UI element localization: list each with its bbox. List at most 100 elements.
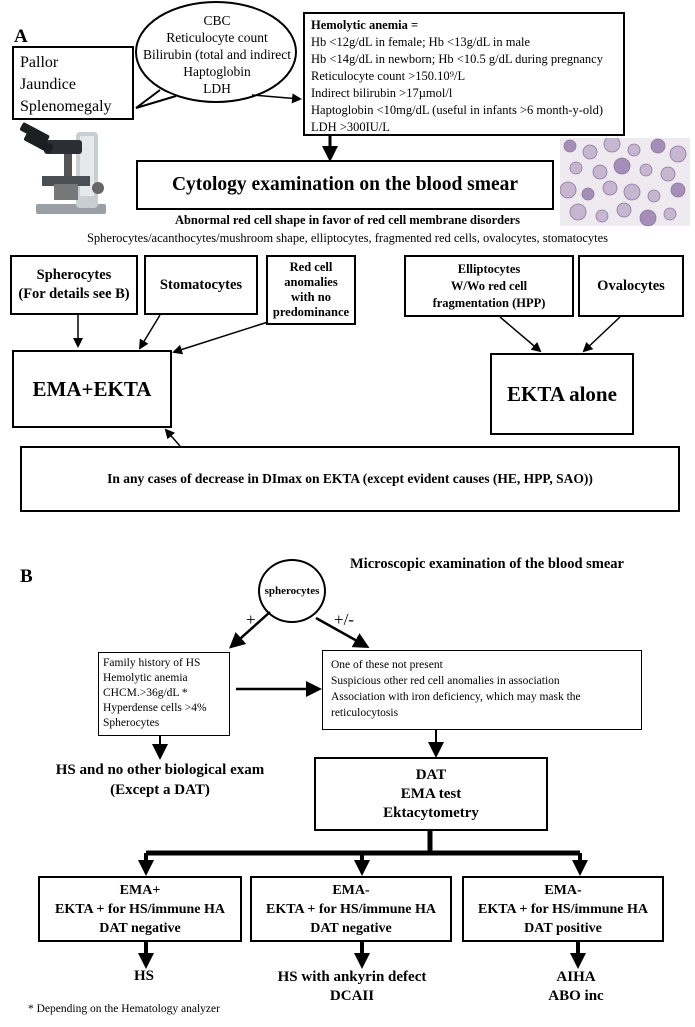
- hs-no-other-line: HS and no other biological exam: [55, 762, 265, 778]
- abnormal-shape-list: Spherocytes/acanthocytes/mushroom shape,…: [86, 231, 609, 245]
- hs-criteria-item: Hyperdense cells >4%: [103, 702, 207, 714]
- criteria-title: Hemolytic anemia =: [311, 18, 419, 32]
- outcome-label-line: DCAII: [329, 988, 375, 1004]
- outcome-line: EKTA + for HS/immune HA: [265, 901, 437, 917]
- outcome-line: EMA-: [544, 882, 582, 898]
- outcome-line: EKTA + for HS/immune HA: [54, 901, 226, 917]
- outcome-line: DAT negative: [99, 920, 181, 936]
- criteria-item: LDH >300IU/L: [311, 120, 390, 134]
- ekta-alone-box: EKTA alone: [490, 353, 634, 435]
- dat-line: Ektacytometry: [383, 804, 479, 821]
- red-cell: [563, 139, 577, 153]
- red-cell: [581, 187, 595, 201]
- red-cell: [669, 145, 687, 163]
- elliptocytes-box: Elliptocytes W/Wo red cell fragmentation…: [404, 255, 574, 317]
- microscopic-title: Microscopic examination of the blood sme…: [350, 556, 624, 572]
- dimax-box: In any cases of decrease in DImax on EKT…: [20, 446, 680, 512]
- no-predominance-line: predominance: [272, 305, 350, 319]
- blood-smear-image: [560, 138, 690, 226]
- elliptocytes-line: fragmentation (HPP): [432, 295, 546, 310]
- criteria-item: Hb <14g/dL in newborn; Hb <10.5 g/dL dur…: [311, 52, 603, 66]
- outcome-box-2: EMA- EKTA + for HS/immune HA DAT negativ…: [250, 876, 452, 942]
- outcome-label-aiha: AIHA ABO inc: [526, 968, 626, 1006]
- red-cell: [650, 138, 666, 154]
- red-cell: [595, 209, 609, 223]
- sign-pallor: Pallor: [20, 54, 59, 71]
- criteria-item: Hb <12g/dL in female; Hb <13g/dL in male: [311, 35, 531, 49]
- elliptocytes-line: W/Wo red cell: [450, 278, 528, 293]
- uncertain-box: One of these not present Suspicious othe…: [322, 650, 642, 730]
- see-b-label: (For details see B): [18, 286, 130, 302]
- ovalocytes-box: Ovalocytes: [578, 255, 684, 317]
- arrow-nopred-down: [172, 321, 269, 355]
- clinical-signs-box: Pallor Jaundice Splenomegaly: [12, 46, 134, 120]
- spherocytes-label: Spherocytes: [36, 267, 112, 283]
- red-cell: [569, 161, 583, 175]
- red-cell: [670, 182, 686, 198]
- outcome-box-3: EMA- EKTA + for HS/immune HA DAT positiv…: [462, 876, 664, 942]
- outcome-line: EMA+: [119, 882, 161, 898]
- stomatocytes-box: Stomatocytes: [144, 255, 258, 315]
- arrow-dimax-up: [164, 428, 181, 447]
- criteria-item: Reticulocyte count >150.10⁹/L: [311, 69, 466, 83]
- hs-criteria-box: Family history of HS Hemolytic anemia CH…: [98, 652, 230, 736]
- red-cell: [613, 157, 631, 175]
- uncertain-item: reticulocytosis: [331, 707, 399, 719]
- red-cell: [639, 163, 653, 177]
- red-cell: [616, 202, 632, 218]
- uncertain-item: Suspicious other red cell anomalies in a…: [331, 675, 560, 687]
- arrow-ovalo-down: [582, 316, 621, 353]
- red-cell: [647, 189, 661, 203]
- red-cell: [569, 203, 587, 221]
- plus-label: +: [246, 610, 256, 629]
- red-cell: [623, 183, 641, 201]
- hs-criteria-item: Hemolytic anemia: [103, 672, 188, 684]
- hs-no-other-label: HS and no other biological exam (Except …: [30, 760, 290, 800]
- hs-no-other-line: (Except a DAT): [110, 782, 210, 798]
- red-cell: [592, 164, 608, 180]
- outcome-line: EMA-: [332, 882, 370, 898]
- hemolytic-anemia-criteria-box: Hemolytic anemia = Hb <12g/dL in female;…: [303, 12, 625, 136]
- test-haptoglobin: Haptoglobin: [183, 63, 251, 79]
- criteria-item: Indirect bilirubin >17µmol/l: [311, 86, 453, 100]
- no-predominance-line: Red cell: [289, 260, 333, 274]
- red-cell: [560, 181, 577, 199]
- test-cbc: CBC: [203, 12, 231, 28]
- red-cell: [602, 180, 618, 196]
- spherocytes-circle: spherocytes: [258, 559, 326, 623]
- test-reticulocyte: Reticulocyte count: [166, 29, 268, 45]
- sign-jaundice: Jaundice: [20, 76, 76, 93]
- lab-tests-bubble: CBC Reticulocyte count Bilirubin (total …: [134, 0, 300, 108]
- ema-ekta-box: EMA+EKTA: [12, 350, 172, 428]
- outcome-line: EKTA + for HS/immune HA: [477, 901, 649, 917]
- uncertain-item: Association with iron deficiency, which …: [331, 691, 581, 703]
- outcome-line: DAT negative: [310, 920, 392, 936]
- microscope-icon: [14, 118, 118, 218]
- cytology-box: Cytology examination on the blood smear: [136, 160, 554, 210]
- test-bilirubin: Bilirubin (total and indirect: [142, 46, 292, 62]
- outcome-label-line: HS with ankyrin defect: [277, 969, 427, 985]
- red-cell: [639, 209, 657, 226]
- no-predominance-line: anomalies: [284, 275, 338, 289]
- red-cell: [660, 166, 676, 182]
- no-predominance-box: Red cell anomalies with no predominance: [266, 255, 356, 325]
- hs-criteria-item: CHCM.>36g/dL *: [103, 687, 188, 699]
- red-cell: [627, 143, 641, 157]
- panel-b-label: B: [20, 566, 33, 587]
- red-cell: [663, 207, 677, 221]
- outcome-line: DAT positive: [524, 920, 602, 936]
- arrow-ellipto-down: [499, 316, 542, 353]
- dat-line: EMA test: [400, 785, 462, 802]
- hs-criteria-item: Spherocytes: [103, 717, 160, 729]
- outcome-label-hs: HS: [133, 968, 154, 984]
- red-cell: [582, 144, 598, 160]
- abnormal-shape-title: Abnormal red cell shape in favor of red …: [174, 213, 521, 227]
- sign-splenomegaly: Splenomegaly: [20, 98, 112, 115]
- arrow-stomatocytes-down: [138, 314, 161, 350]
- criteria-item: Haptoglobin <10mg/dL (useful in infants …: [311, 103, 604, 117]
- hs-criteria-item: Family history of HS: [103, 657, 201, 669]
- plus-minus-label: +/-: [334, 610, 354, 629]
- no-predominance-line: with no: [291, 290, 331, 304]
- uncertain-item: One of these not present: [331, 659, 443, 671]
- outcome-label-line: AIHA: [556, 969, 596, 985]
